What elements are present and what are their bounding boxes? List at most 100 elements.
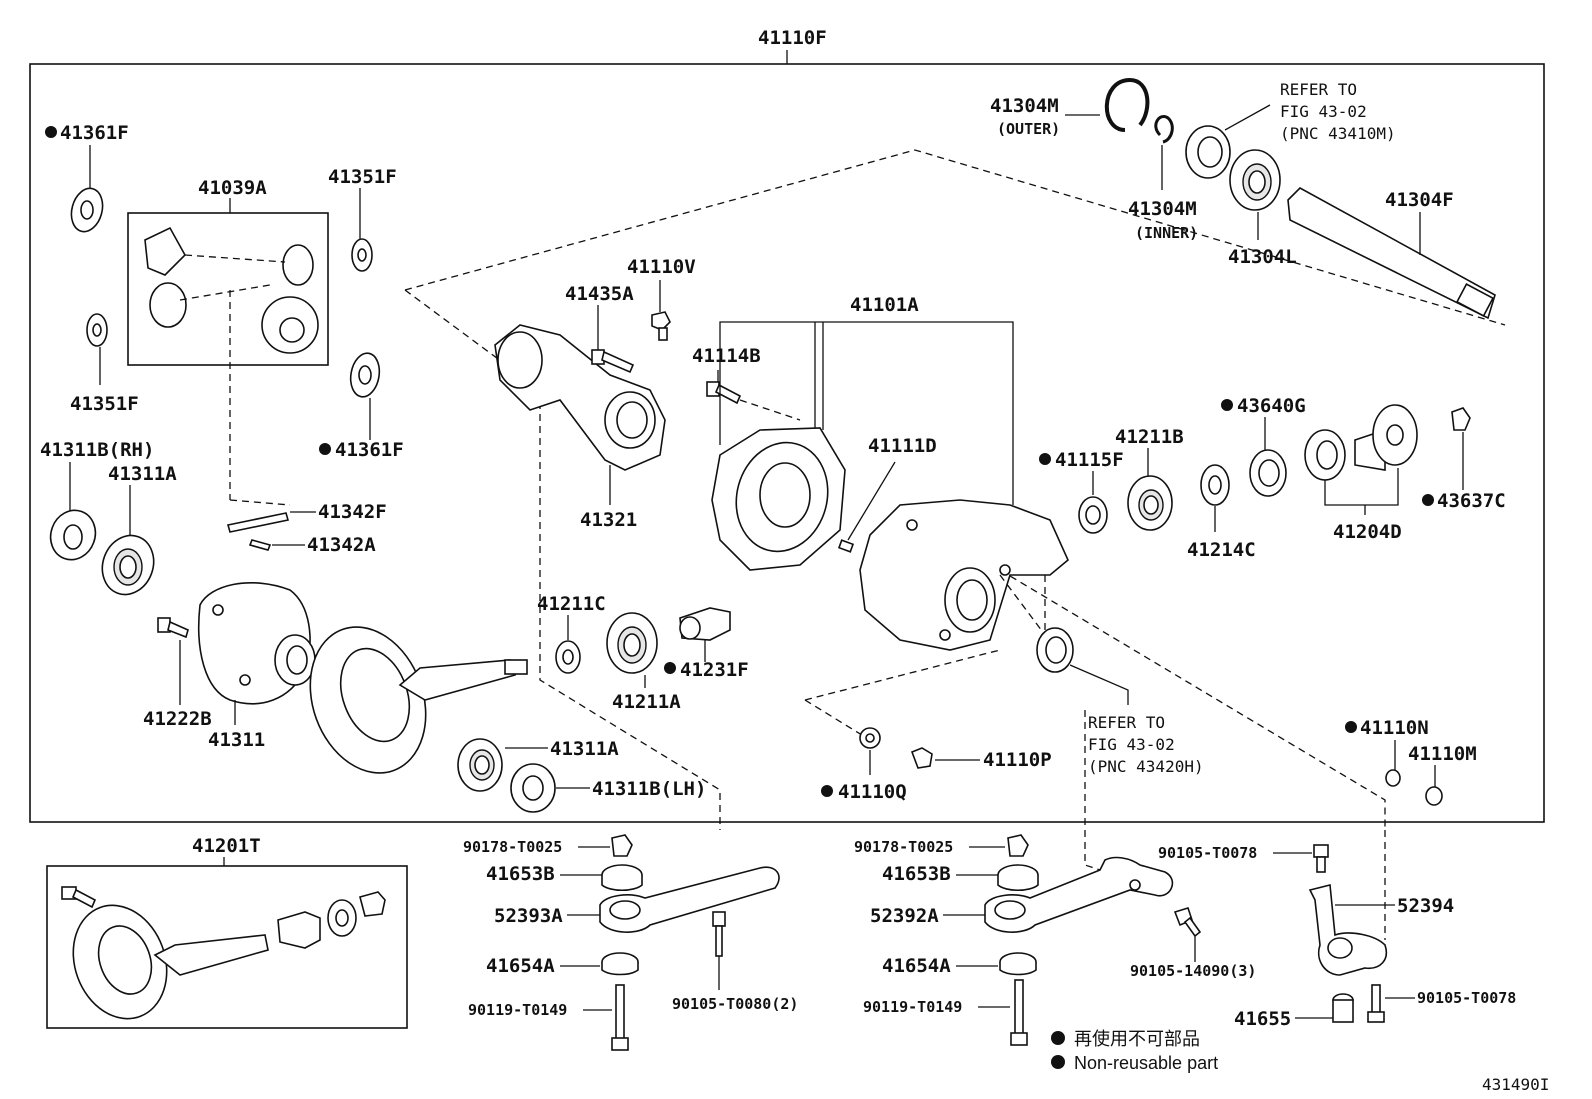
- thrust-washer-41351F-top[interactable]: [351, 238, 373, 272]
- shaft-41304F[interactable]: [1287, 187, 1496, 320]
- label-41201T[interactable]: 41201T: [192, 835, 261, 857]
- bearing-41311A-left[interactable]: [94, 528, 162, 601]
- bracket-52394[interactable]: [1308, 883, 1387, 976]
- oil-seal-43420H[interactable]: [1036, 627, 1074, 673]
- label-41342A[interactable]: 41342A: [307, 534, 376, 556]
- washer-41211C[interactable]: [555, 640, 581, 674]
- label-41304M-outer[interactable]: 41304M: [990, 95, 1059, 117]
- label-41351F-left[interactable]: 41351F: [70, 393, 139, 415]
- pin-41342A[interactable]: [248, 539, 272, 551]
- label-41304L[interactable]: 41304L: [1228, 246, 1297, 268]
- label-41101A[interactable]: 41101A: [850, 294, 919, 316]
- label-41204D[interactable]: 41204D: [1333, 521, 1402, 543]
- label-90105-14090[interactable]: 90105-14090(3): [1130, 962, 1256, 980]
- bolt-90105-14090[interactable]: [1173, 907, 1202, 938]
- bearing-41311A-low[interactable]: [457, 738, 503, 792]
- label-41653B-right[interactable]: 41653B: [882, 863, 951, 885]
- plug-41110M[interactable]: [1425, 786, 1443, 806]
- label-41311A-low[interactable]: 41311A: [550, 738, 619, 760]
- label-41654A-right[interactable]: 41654A: [882, 955, 951, 977]
- cushion-41654A-left[interactable]: [601, 952, 639, 976]
- pin-41111D[interactable]: [837, 539, 855, 553]
- gasket-41110N[interactable]: [1385, 769, 1401, 787]
- carrier-cover-41101A[interactable]: [711, 427, 846, 571]
- label-41654A-left[interactable]: 41654A: [486, 955, 555, 977]
- label-41110Q[interactable]: 41110Q: [838, 781, 907, 803]
- bearing-41211A[interactable]: [606, 612, 658, 674]
- label-41211C[interactable]: 41211C: [537, 593, 606, 615]
- label-90105-T0078-bot[interactable]: 90105-T0078: [1417, 989, 1516, 1007]
- spacer-41231F[interactable]: [679, 607, 731, 641]
- bolt-90105-T0080[interactable]: [712, 911, 726, 957]
- cushion-41654A-right[interactable]: [999, 952, 1037, 976]
- plug-41110P[interactable]: [910, 747, 933, 769]
- label-41115F[interactable]: 41115F: [1055, 449, 1124, 471]
- label-41110F[interactable]: 41110F: [758, 27, 827, 49]
- bolt-90119-right[interactable]: [1010, 979, 1028, 1046]
- label-90178-T0025-right[interactable]: 90178-T0025: [854, 838, 953, 856]
- shim-41311B-LH[interactable]: [510, 763, 556, 813]
- label-41653B-left[interactable]: 41653B: [486, 863, 555, 885]
- differential-case-41311[interactable]: [197, 582, 316, 705]
- snap-ring-41304M-inner[interactable]: [1154, 115, 1174, 144]
- label-41342F[interactable]: 41342F: [318, 501, 387, 523]
- bolt-90105-T0078-top[interactable]: [1313, 844, 1329, 873]
- housing-41321[interactable]: [494, 324, 666, 471]
- support-member-52392A[interactable]: [984, 856, 1174, 933]
- label-41311[interactable]: 41311: [208, 729, 265, 751]
- label-41311B-RH[interactable]: 41311B(RH): [40, 439, 154, 461]
- label-90105-T0080[interactable]: 90105-T0080(2): [672, 995, 798, 1013]
- support-member-52393A[interactable]: [599, 866, 780, 933]
- label-90119-T0149-right[interactable]: 90119-T0149: [863, 998, 962, 1016]
- pin-41342F[interactable]: [226, 512, 290, 533]
- label-41211A[interactable]: 41211A: [612, 691, 681, 713]
- label-41351F-top[interactable]: 41351F: [328, 166, 397, 188]
- label-41361F-top[interactable]: 41361F: [60, 122, 129, 144]
- nut-90178-left[interactable]: [611, 834, 633, 857]
- label-41311B-LH[interactable]: 41311B(LH): [592, 778, 706, 800]
- washer-41361F-mid[interactable]: [347, 351, 382, 399]
- ring-gear-pinion[interactable]: [291, 611, 528, 790]
- label-41114B[interactable]: 41114B: [692, 345, 761, 367]
- label-41231F[interactable]: 41231F: [680, 659, 749, 681]
- label-41110P[interactable]: 41110P: [983, 749, 1052, 771]
- washer-41214C[interactable]: [1200, 464, 1230, 506]
- label-41222B[interactable]: 41222B: [143, 708, 212, 730]
- label-41321[interactable]: 41321: [580, 509, 637, 531]
- ring-gear-set-41201T[interactable]: [58, 886, 386, 1032]
- label-41110N[interactable]: 41110N: [1360, 717, 1429, 739]
- label-90178-T0025-left[interactable]: 90178-T0025: [463, 838, 562, 856]
- label-41111D[interactable]: 41111D: [868, 435, 937, 457]
- label-41110M[interactable]: 41110M: [1408, 743, 1477, 765]
- bolt-90105-T0078-bot[interactable]: [1367, 984, 1385, 1023]
- breather-41110V[interactable]: [651, 311, 671, 341]
- oil-seal-43410M[interactable]: [1185, 125, 1231, 179]
- label-41214C[interactable]: 41214C: [1187, 539, 1256, 561]
- snap-ring-41304M-outer[interactable]: [1104, 77, 1150, 132]
- cushion-41653B-right[interactable]: [997, 864, 1039, 892]
- label-41211B[interactable]: 41211B: [1115, 426, 1184, 448]
- label-41304M-inner[interactable]: 41304M: [1128, 198, 1197, 220]
- label-43637C[interactable]: 43637C: [1437, 490, 1506, 512]
- seal-43640G[interactable]: [1249, 449, 1287, 497]
- bearing-41304L[interactable]: [1229, 149, 1281, 211]
- bolt-41435A[interactable]: [591, 349, 635, 374]
- label-52394[interactable]: 52394: [1397, 895, 1454, 917]
- plug-41110Q[interactable]: [859, 727, 881, 749]
- label-52392A[interactable]: 52392A: [870, 905, 939, 927]
- nut-43637C[interactable]: [1451, 407, 1471, 431]
- label-52393A[interactable]: 52393A: [494, 905, 563, 927]
- label-41435A[interactable]: 41435A: [565, 283, 634, 305]
- differential-carrier[interactable]: [859, 499, 1069, 651]
- label-41110V[interactable]: 41110V: [627, 256, 696, 278]
- flange-41204D[interactable]: [1304, 404, 1418, 481]
- label-41655[interactable]: 41655: [1234, 1008, 1291, 1030]
- label-41311A-left[interactable]: 41311A: [108, 463, 177, 485]
- pinion-gear-41039A[interactable]: [144, 226, 319, 354]
- label-90119-T0149-left[interactable]: 90119-T0149: [468, 1001, 567, 1019]
- bearing-41211B[interactable]: [1127, 475, 1173, 531]
- seal-41115F[interactable]: [1078, 496, 1108, 534]
- cushion-41653B-left[interactable]: [601, 864, 643, 892]
- label-43640G[interactable]: 43640G: [1237, 395, 1306, 417]
- label-41304F[interactable]: 41304F: [1385, 189, 1454, 211]
